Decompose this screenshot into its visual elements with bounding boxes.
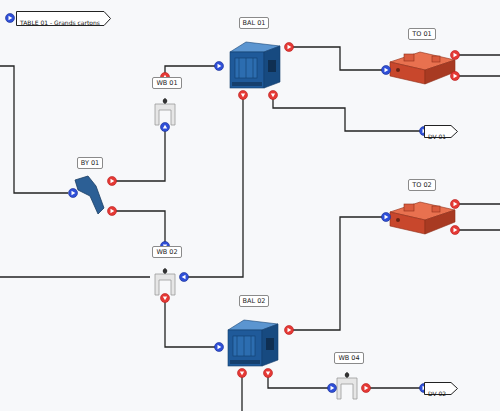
port-marker bbox=[215, 343, 224, 352]
machine-tag: WB 01 bbox=[152, 77, 181, 89]
connector-line bbox=[112, 127, 165, 181]
weigh-icon bbox=[337, 372, 357, 399]
port-arrow bbox=[385, 68, 389, 72]
machine-tag: BAL 01 bbox=[239, 17, 270, 29]
flow-arrow-node: TABLE 01 - Grands cartons bbox=[16, 11, 111, 26]
port-marker bbox=[6, 14, 460, 378]
port-arrow bbox=[288, 328, 292, 332]
flow-arrow-node: DV 01 bbox=[424, 125, 458, 138]
connector-line bbox=[112, 211, 165, 246]
connector-line bbox=[289, 217, 386, 330]
flow-connector bbox=[362, 384, 429, 393]
machine-tag: WB 02 bbox=[152, 246, 181, 258]
machine-node: BAL 01 bbox=[219, 17, 289, 95]
port-arrow bbox=[271, 94, 275, 98]
feed-wire bbox=[0, 55, 500, 411]
connector-line bbox=[184, 95, 243, 277]
port-marker bbox=[215, 62, 224, 71]
flow-connector bbox=[285, 213, 391, 335]
connector-line bbox=[165, 298, 219, 347]
connector-line bbox=[366, 387, 424, 388]
port-marker bbox=[108, 207, 117, 216]
flow-connector bbox=[285, 43, 391, 75]
port-marker bbox=[161, 123, 170, 132]
port-marker bbox=[285, 43, 294, 52]
machine-tag: TO 01 bbox=[408, 28, 435, 40]
flow-connector bbox=[264, 369, 337, 393]
port-arrow bbox=[241, 94, 245, 98]
machine-node: TO 01 bbox=[386, 28, 458, 86]
port-marker bbox=[362, 384, 371, 393]
port-arrow bbox=[218, 64, 222, 68]
port-arrow bbox=[163, 125, 167, 129]
machine-tag: BAL 02 bbox=[239, 295, 270, 307]
connector-line bbox=[268, 373, 332, 388]
flow-arrow-node: DV 02 bbox=[424, 382, 458, 395]
port-arrow bbox=[331, 386, 335, 390]
port-marker bbox=[285, 326, 294, 335]
machine-tag: WB 04 bbox=[334, 352, 363, 364]
port-marker bbox=[180, 273, 189, 282]
weigh-icon bbox=[155, 268, 175, 295]
baler-icon bbox=[230, 42, 280, 88]
flow-connector bbox=[180, 91, 248, 282]
port-marker bbox=[382, 66, 391, 75]
machine-node: BY 01 bbox=[68, 157, 112, 217]
weigh-icon bbox=[155, 98, 175, 125]
port-arrow bbox=[365, 386, 369, 390]
machine-tag: TO 02 bbox=[408, 179, 435, 191]
port-marker bbox=[269, 91, 278, 100]
flow-label: DV 02 bbox=[424, 387, 457, 400]
port-marker bbox=[108, 177, 117, 186]
flow-connector bbox=[269, 91, 429, 136]
machine-icon bbox=[390, 202, 455, 234]
baler-icon bbox=[228, 320, 278, 366]
flow-connector bbox=[161, 294, 224, 352]
port-arrow bbox=[182, 275, 186, 279]
machine-node: TO 02 bbox=[386, 179, 458, 235]
port-arrow bbox=[288, 45, 292, 49]
port-arrow bbox=[163, 297, 167, 301]
port-arrow bbox=[218, 345, 222, 349]
machine-node: WB 04 bbox=[332, 352, 366, 399]
port-arrow bbox=[385, 215, 389, 219]
port-arrow bbox=[111, 209, 115, 213]
flow-label: DV 01 bbox=[424, 130, 457, 143]
port-marker bbox=[328, 384, 337, 393]
flow-connector bbox=[108, 123, 170, 186]
connector-line bbox=[165, 66, 219, 77]
port-marker bbox=[264, 369, 273, 378]
port-marker bbox=[239, 91, 248, 100]
machine-node: BAL 02 bbox=[219, 295, 289, 373]
port-arrow bbox=[111, 179, 115, 183]
machine-node: WB 02 bbox=[150, 246, 184, 298]
machine-node: WB 01 bbox=[150, 77, 184, 127]
machine-tag: BY 01 bbox=[77, 157, 103, 169]
flow-label: TABLE 01 - Grands cartons bbox=[16, 15, 111, 30]
machine-icon bbox=[390, 52, 455, 84]
port-arrow bbox=[266, 372, 270, 376]
flow-connector bbox=[108, 207, 170, 251]
connector-line bbox=[289, 47, 386, 70]
port-marker bbox=[161, 294, 170, 303]
connector-line bbox=[273, 95, 424, 131]
bypass-icon bbox=[75, 176, 104, 214]
port-marker bbox=[382, 213, 391, 222]
